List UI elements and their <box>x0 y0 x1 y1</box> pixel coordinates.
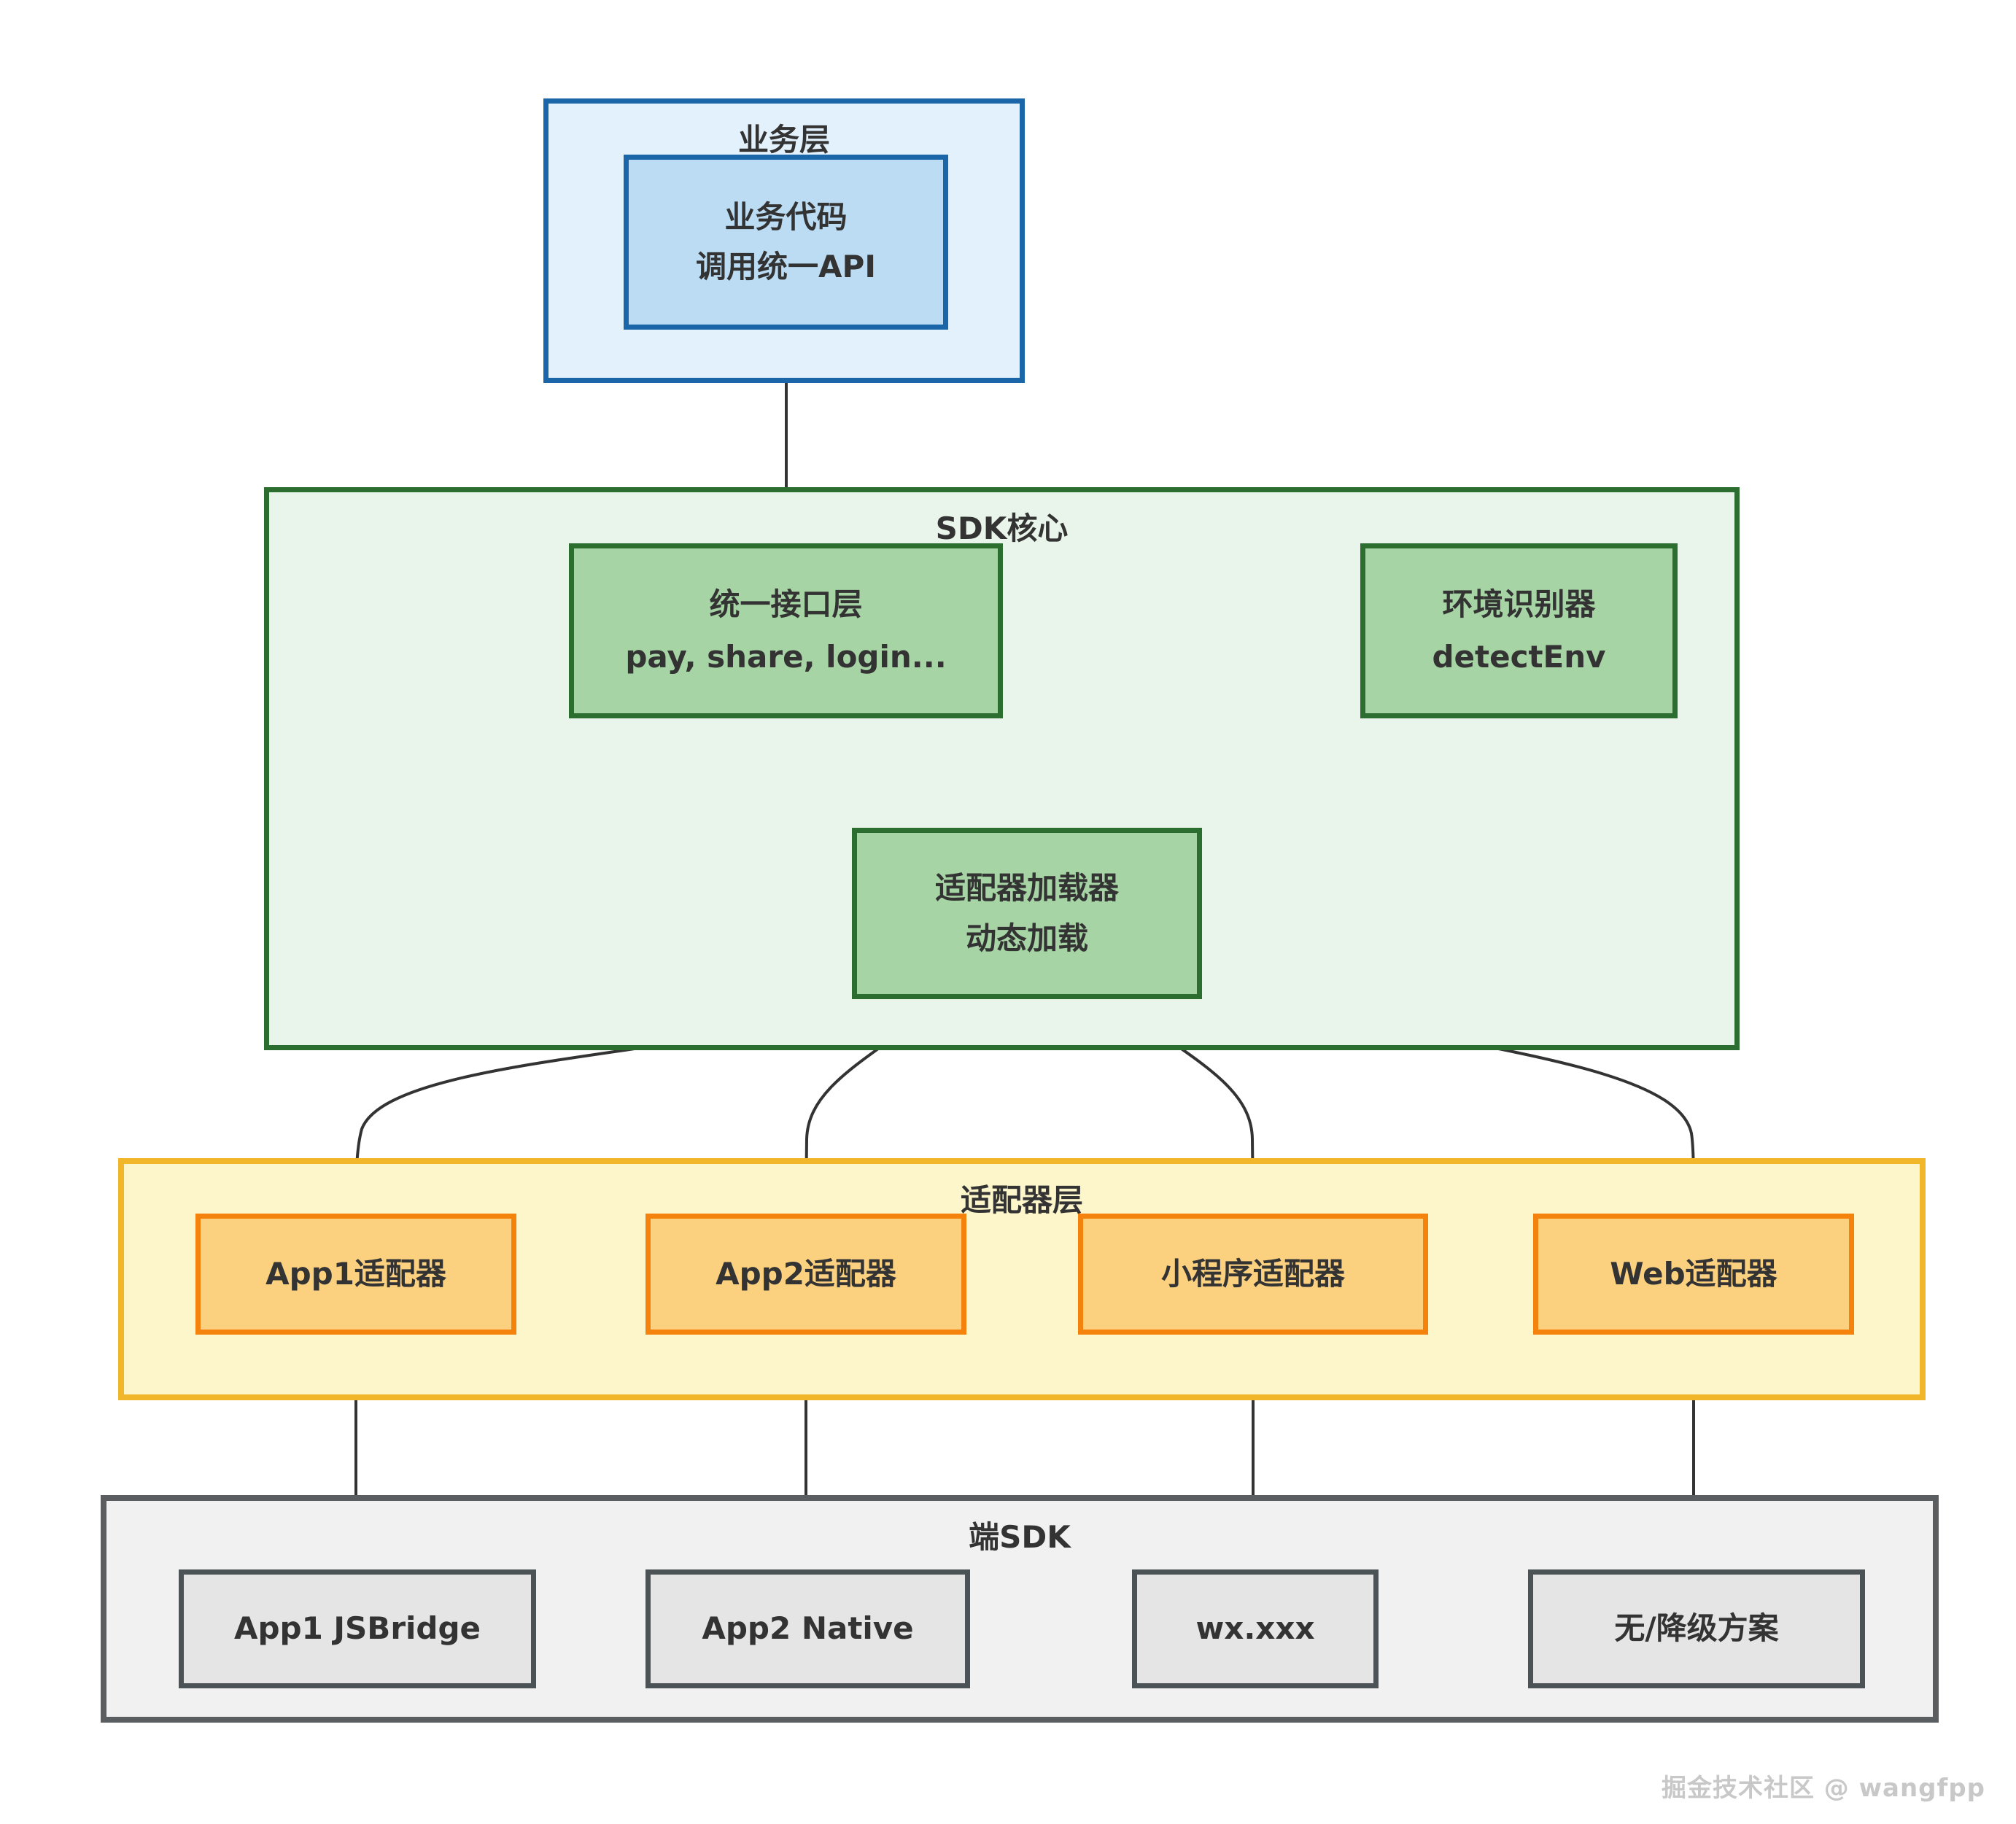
node-unified-api-line1: 统一接口层 <box>709 586 863 622</box>
layer-business-label: 业务层 <box>737 122 830 158</box>
node-client-fallback: 无/降级方案 <box>1528 1569 1865 1688</box>
layer-client-sdk-label: 端SDK <box>969 1519 1071 1555</box>
node-adapter-web-label: Web适配器 <box>1610 1255 1777 1292</box>
node-client-app2-native-label: App2 Native <box>702 1610 914 1647</box>
node-business-code-line2: 调用统一API <box>696 249 876 284</box>
layer-sdk-core-label: SDK核心 <box>935 511 1069 546</box>
node-client-wx-api-label: wx.xxx <box>1195 1610 1315 1647</box>
node-adapter-app1-label: App1适配器 <box>265 1255 446 1292</box>
node-adapter-loader: 适配器加载器 动态加载 <box>852 828 1202 999</box>
node-adapter-miniprogram-label: 小程序适配器 <box>1160 1255 1345 1292</box>
node-adapter-loader-line1: 适配器加载器 <box>934 870 1119 907</box>
node-unified-api-line2: pay, share, login... <box>625 639 947 675</box>
node-unified-api: 统一接口层 pay, share, login... <box>569 543 1003 718</box>
node-adapter-miniprogram: 小程序适配器 <box>1078 1214 1428 1335</box>
node-adapter-app1: App1适配器 <box>195 1214 516 1335</box>
node-client-wx-api: wx.xxx <box>1132 1569 1379 1688</box>
node-env-detector: 环境识别器 detectEnv <box>1360 543 1678 718</box>
node-adapter-web: Web适配器 <box>1533 1214 1854 1335</box>
node-adapter-app2-label: App2适配器 <box>716 1255 896 1292</box>
layer-adapter-label: 适配器层 <box>960 1182 1083 1218</box>
watermark: 掘金技术社区 @ wangfpp <box>1661 1774 1985 1803</box>
node-adapter-loader-line2: 动态加载 <box>965 920 1088 956</box>
node-adapter-app2: App2适配器 <box>645 1214 966 1335</box>
node-client-fallback-label: 无/降级方案 <box>1614 1610 1779 1647</box>
node-client-app1-jsbridge: App1 JSBridge <box>179 1569 536 1688</box>
node-business-code-line1: 业务代码 <box>724 198 848 235</box>
node-client-app1-jsbridge-label: App1 JSBridge <box>233 1610 481 1647</box>
node-client-app2-native: App2 Native <box>645 1569 970 1688</box>
node-env-detector-line1: 环境识别器 <box>1442 586 1596 622</box>
node-env-detector-line2: detectEnv <box>1432 639 1606 675</box>
node-business-code: 业务代码 调用统一API <box>624 155 948 330</box>
